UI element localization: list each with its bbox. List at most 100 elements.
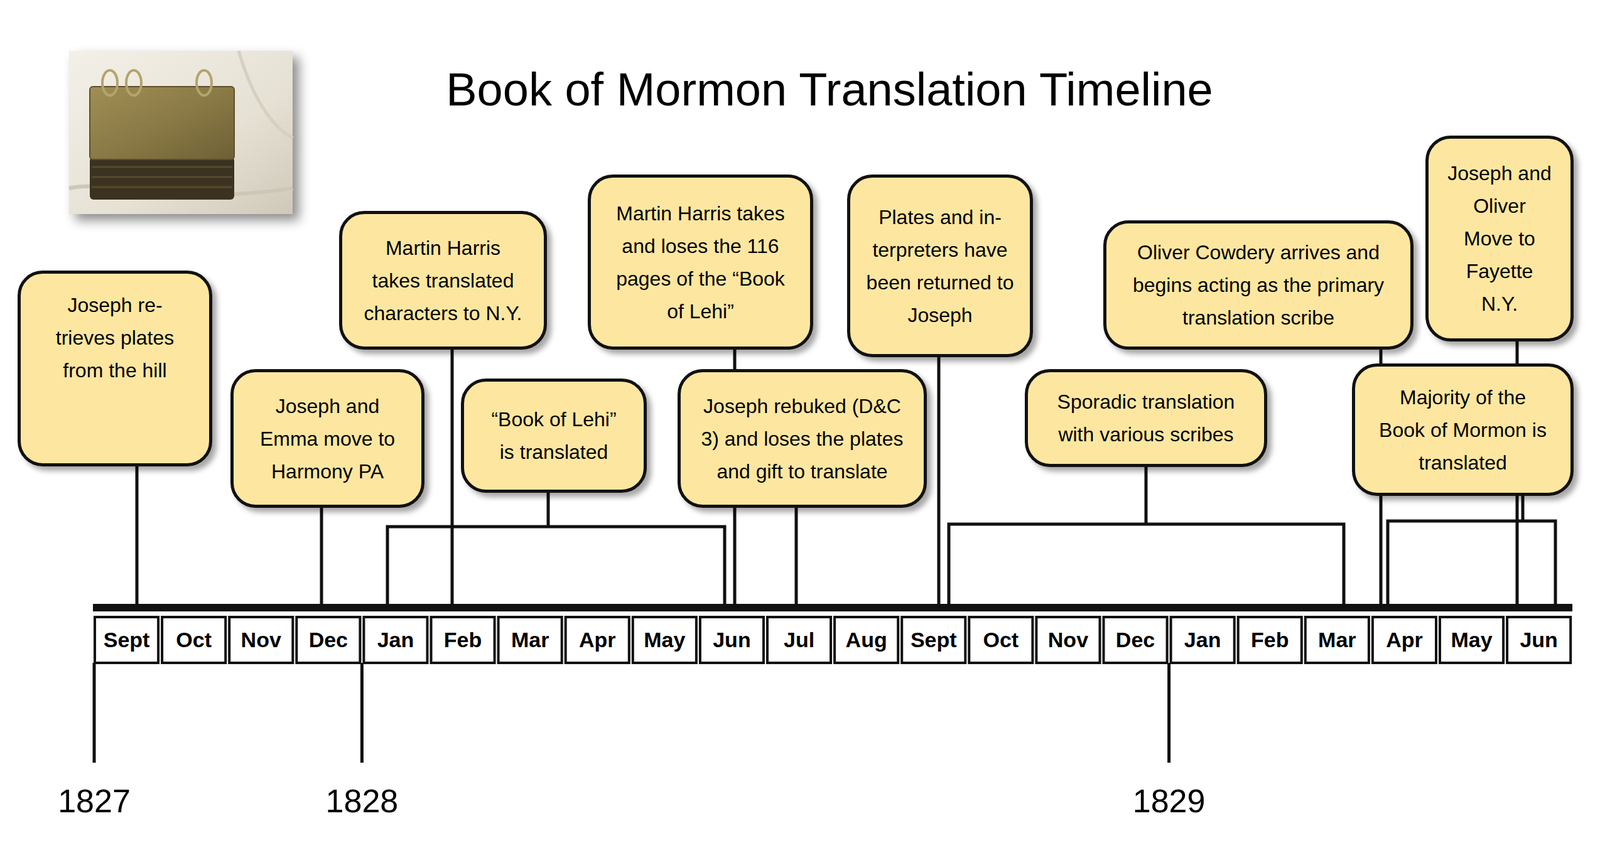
label-slot: Dec: [1102, 617, 1170, 664]
month-cell: [767, 617, 831, 664]
month-cell: [700, 617, 764, 664]
month-cell: [1171, 617, 1235, 664]
label-slot: Feb: [429, 617, 497, 664]
timeline-bar: [92, 604, 1573, 612]
leader-line: [450, 347, 455, 606]
callout-text: Oliver Cowdery arrives and begins acting…: [1120, 236, 1397, 335]
month-cell: [565, 617, 630, 664]
callout-text: Majority of the Book of Mormon is transl…: [1375, 381, 1552, 480]
leader-line: [794, 505, 799, 606]
timeline-callout: Oliver Cowdery arrives and begins acting…: [1103, 220, 1414, 350]
label-slot: Feb: [1236, 617, 1304, 664]
year-tick: [92, 663, 97, 763]
label-slot: Jun: [698, 617, 766, 664]
month-cell: [632, 617, 697, 664]
label-slot: Apr: [1370, 617, 1438, 664]
label-slot: May: [631, 617, 699, 664]
month-cells: [94, 617, 1571, 664]
label-slot: Nov: [1034, 617, 1102, 664]
plates-photo: [69, 50, 293, 215]
month-cell: [94, 617, 159, 664]
year-label: 1828: [325, 782, 399, 821]
month-label: Jan: [1184, 627, 1222, 653]
callout-text: Joseph re- trieves plates from the hill: [39, 288, 191, 387]
callout-text: Joseph and Emma move to Harmony PA: [252, 389, 404, 488]
callout-text: Plates and in- terpreters have been retu…: [864, 200, 1016, 332]
label-slot: Nov: [227, 617, 295, 664]
plate-stack: [89, 156, 235, 200]
title-slot: Book of Mormon Translation Timeline: [327, 58, 1332, 122]
leader-line: [320, 505, 324, 606]
timeline-callout: Sporadic translation with various scribe…: [1024, 369, 1268, 468]
cloth-fold: [238, 50, 293, 139]
month-label: Feb: [443, 627, 482, 653]
label-slot: Jan: [361, 617, 429, 664]
month-cell: [1507, 617, 1571, 664]
plate-ring: [196, 70, 212, 96]
label-slot: Sept: [92, 617, 161, 664]
month-cell: [229, 617, 293, 664]
label-slot: Mar: [1303, 617, 1371, 664]
month-label: May: [1450, 627, 1492, 653]
year-label: 1829: [1132, 782, 1206, 821]
year-label: 1827: [57, 782, 131, 821]
label-slot: Dec: [294, 617, 362, 664]
month-label: Dec: [308, 627, 348, 653]
month-cell: [901, 617, 966, 664]
month-cell: [834, 617, 898, 664]
month-label: Oct: [983, 627, 1020, 653]
label-slot: Sept: [899, 617, 968, 664]
plate-ring: [126, 70, 142, 96]
callout-text: Martin Harris takes and loses the 116 pa…: [606, 197, 795, 328]
label-slot: 1827: [31, 778, 157, 824]
leader-line: [1521, 493, 1525, 522]
leader-lines: [136, 339, 1523, 606]
month-cell: [363, 617, 428, 664]
plate-face: [89, 86, 235, 160]
span-bracket: [387, 526, 725, 606]
timeline-callout: Plates and in- terpreters have been retu…: [847, 174, 1033, 358]
diagram-title: Book of Mormon Translation Timeline: [445, 58, 1214, 122]
leader-line: [937, 354, 941, 606]
month-cell: [498, 617, 563, 664]
callout-text: “Book of Lehi” is translated: [484, 403, 623, 469]
label-slot: Jun: [1505, 617, 1573, 664]
month-label: Mar: [1318, 627, 1356, 653]
month-label: Jun: [712, 627, 751, 653]
label-slot: 1828: [298, 778, 425, 824]
span-bracket: [1387, 521, 1556, 606]
year-tick: [360, 663, 364, 763]
leader-line: [135, 464, 139, 606]
plate-ring: [102, 70, 118, 96]
timeline-callout: Martin Harris takes translated character…: [339, 210, 547, 350]
timeline-callout: Joseph and Oliver Move to Fayette N.Y.: [1425, 135, 1574, 342]
span-bracket: [948, 524, 1344, 606]
month-label: Aug: [845, 627, 888, 653]
month-label: Oct: [175, 627, 212, 653]
photo-ground: [69, 50, 293, 215]
timeline-callout: Joseph and Emma move to Harmony PA: [230, 369, 425, 509]
month-cell: [162, 617, 226, 664]
month-cell: [968, 617, 1033, 664]
label-slot: Jul: [765, 617, 833, 664]
label-slot: Oct: [967, 617, 1035, 664]
plate-edge: [91, 186, 233, 189]
timeline-callout: “Book of Lehi” is translated: [460, 378, 647, 493]
timeline-callout: Joseph rebuked (D&C 3) and loses the pla…: [677, 369, 927, 509]
month-cell: [1036, 617, 1100, 664]
month-label: Apr: [578, 627, 617, 653]
callout-text: Martin Harris takes translated character…: [361, 231, 526, 330]
label-slot: Apr: [563, 617, 632, 664]
callout-text: Joseph rebuked (D&C 3) and loses the pla…: [695, 389, 910, 488]
month-label: Jun: [1519, 627, 1558, 653]
month-label: May: [643, 627, 686, 653]
label-slot: 1829: [1106, 778, 1233, 824]
month-cell: [296, 617, 360, 664]
month-label: Mar: [511, 627, 549, 653]
month-label: Jan: [377, 627, 415, 653]
label-slot: May: [1437, 617, 1506, 664]
month-label: Nov: [1048, 627, 1089, 653]
month-label: Apr: [1385, 627, 1423, 653]
plate-edge: [91, 176, 233, 179]
